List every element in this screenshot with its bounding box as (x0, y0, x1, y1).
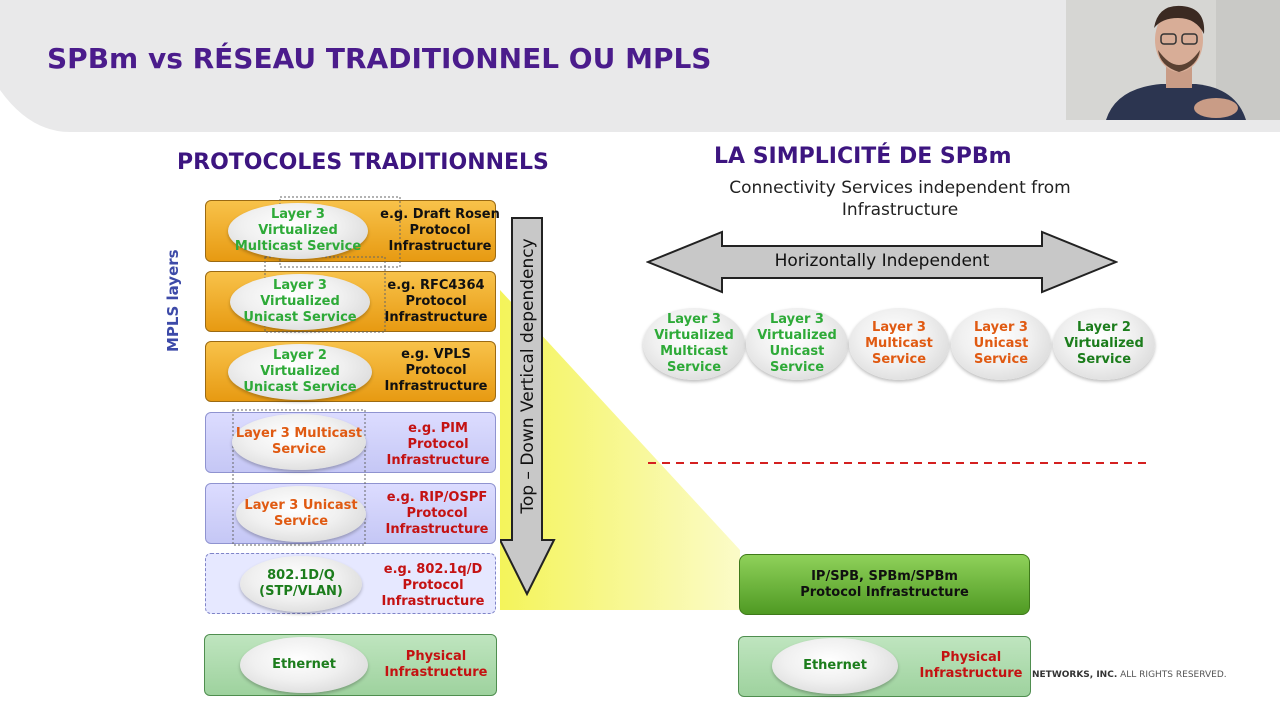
protocol-draft-rosen: e.g. Draft Rosen Protocol Infrastructure (380, 207, 500, 254)
footer-rights: ALL RIGHTS RESERVED. (1117, 670, 1227, 680)
dependency-projection (500, 290, 740, 610)
spb-protocol-label: IP/SPB, SPBm/SPBm Protocol Infrastructur… (800, 569, 969, 600)
left-section-heading: PROTOCOLES TRADITIONNELS (177, 150, 549, 175)
protocol-physical-left: Physical Infrastructure (384, 649, 488, 680)
cloud-right-l3-virtualized-unicast: Layer 3 Virtualized Unicast Service (746, 308, 848, 380)
footer-company: NETWORKS, INC. (1032, 670, 1118, 680)
cloud-right-l2-virtualized: Layer 2 Virtualized Service (1053, 308, 1155, 380)
header-band (0, 0, 1280, 132)
page-title: SPBm vs RÉSEAU TRADITIONNEL OU MPLS (47, 42, 712, 75)
vertical-dependency-label: Top – Down Vertical dependency (518, 238, 538, 514)
protocol-8021qd: e.g. 802.1q/D Protocol Infrastructure (381, 562, 485, 609)
copyright-footer: NETWORKS, INC. ALL RIGHTS RESERVED. (1032, 670, 1227, 680)
horizontal-independence-label: Horizontally Independent (774, 251, 990, 271)
vertical-dependency-arrow (500, 217, 556, 597)
cloud-l3-virtualized-multicast: Layer 3 Virtualized Multicast Service (228, 203, 368, 259)
protocol-rfc4364: e.g. RFC4364 Protocol Infrastructure (384, 278, 488, 325)
cloud-right-l3-multicast: Layer 3 Multicast Service (849, 308, 949, 380)
protocol-pim: e.g. PIM Protocol Infrastructure (386, 421, 490, 468)
cloud-8021dq: 802.1D/Q (STP/VLAN) (240, 556, 362, 612)
cloud-ethernet-left: Ethernet (240, 637, 368, 693)
cloud-l3-virtualized-unicast: Layer 3 Virtualized Unicast Service (230, 274, 370, 330)
horizontal-independence-arrow (646, 230, 1118, 294)
presenter-image (1066, 0, 1280, 120)
cloud-right-l3-unicast: Layer 3 Unicast Service (951, 308, 1051, 380)
protocol-vpls: e.g. VPLS Protocol Infrastructure (384, 347, 488, 394)
cloud-ethernet-right: Ethernet (772, 638, 898, 694)
protocol-physical-right: Physical Infrastructure (919, 650, 1023, 681)
right-section-heading: LA SIMPLICITÉ DE SPBm (714, 144, 1012, 169)
spb-protocol-bar (739, 554, 1030, 615)
cloud-right-l3-virtualized-multicast: Layer 3 Virtualized Multicast Service (643, 308, 745, 380)
cloud-l3-multicast: Layer 3 Multicast Service (232, 414, 366, 470)
cloud-l2-virtualized-unicast: Layer 2 Virtualized Unicast Service (228, 344, 372, 400)
cloud-l3-unicast: Layer 3 Unicast Service (236, 486, 366, 542)
mpls-layers-label: MPLS layers (164, 249, 182, 352)
protocol-rip-ospf: e.g. RIP/OSPF Protocol Infrastructure (385, 490, 489, 537)
separator-dashed-line (648, 462, 1148, 464)
presenter-webcam (1066, 0, 1280, 120)
right-subtitle: Connectivity Services independent from I… (729, 178, 1071, 220)
